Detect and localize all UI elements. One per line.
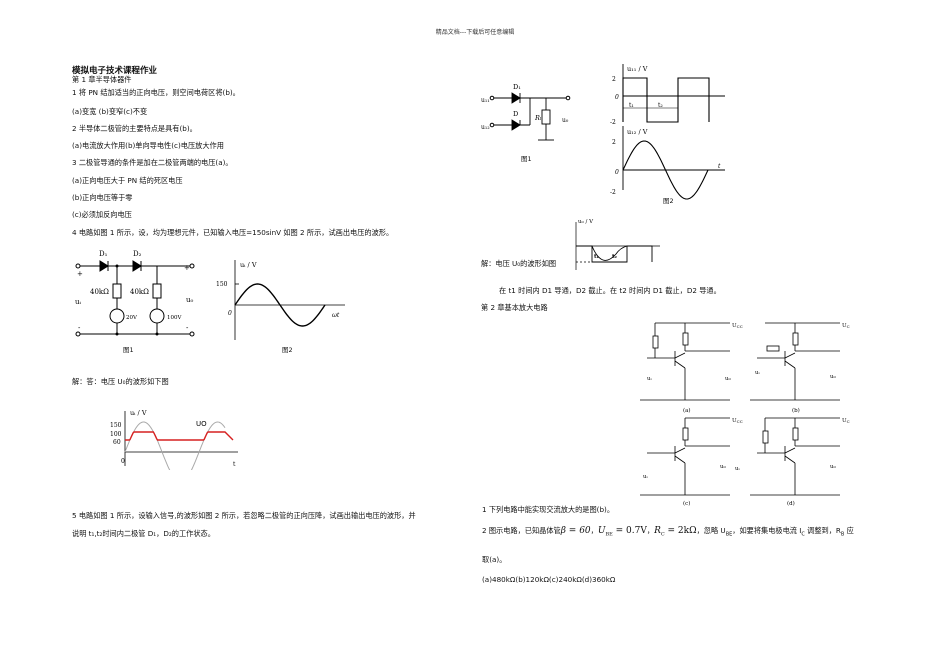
amplifier-circuits: UCC UCC UCC UCC uᵢ u₀ uᵢ u₀ uᵢ u₀ uᵢ u₀ … [640,322,850,507]
amp-label-a: (a) [683,407,691,414]
output-waveform-answer: uᵢ / V 150 100 60 0 t UO [110,409,238,470]
output-waveform-sketch: u₀ / V t₁ t₂ [575,219,660,270]
left-figure-1-caption: 图1 [123,346,134,354]
chapter-1-heading: 第 1 章半导体器件 [72,75,132,84]
amp-label-d: (d) [787,500,795,507]
wave-answer-ylabel: uᵢ / V [130,409,147,417]
dual-diode-circuit: D₁ D Rₗ u₁₁ u₁₂ u₀ [481,83,571,141]
question-3-option-a: (a)正向电压大于 PN 结的死区电压 [72,176,183,185]
ch2-question-1: 1 下列电路中能实现交流放大的是图(b)。 [482,505,615,514]
question-3: 3 二极管导通的条件是加在二极管两端的电压(a)。 [72,158,233,167]
r2-label: 40kΩ [130,288,149,296]
amp-label-c: (c) [683,500,690,507]
vcc-a: UCC [732,323,743,329]
wave2-bot-ylabel: u₁₂ / V [627,128,648,136]
vcc-d: UCC [842,418,850,424]
ui-c: uᵢ [643,474,649,480]
plus-left: + [77,270,83,278]
d2-label: D₂ [133,250,142,258]
left-figure-2-caption: 图2 [282,346,293,354]
right-figure-1-caption: 图1 [521,155,532,163]
ch2-question-2-tail: 取(a)。 [482,555,507,564]
wave-answer-y60: 60 [113,439,121,446]
question-4: 4 电路如图 1 所示，设，均为理想元件，已知输入电压=150sinV 如图 2… [72,228,394,237]
chapter-2-heading: 第 2 章基本放大电路 [481,303,548,312]
minus-left: - [78,324,81,332]
plus-right: + [184,264,190,272]
question-5-line-2: 说明 t₁,t₂时间内二极管 D₁，D₂的工作状态。 [72,529,215,538]
ui-label: uᵢ [75,298,82,306]
question-1: 1 将 PN 结加适当的正向电压，则空间电荷区将(b)。 [72,88,240,97]
c2-d2-label: D [513,110,518,118]
wave-answer-y150: 150 [110,422,122,429]
question-2: 2 半导体二极管的主要特点是具有(b)。 [72,124,197,133]
wave2-t1: t₁ [629,102,634,109]
wave2-zero-bot: 0 [615,169,619,176]
diode-clipper-circuit: D₁ D₂ 40kΩ 40kΩ 20V 100V uᵢ u₀ + + - - [75,250,195,337]
minus-right: - [186,324,189,332]
r1-label: 40kΩ [90,288,109,296]
wave-answer-xlabel: t [233,461,236,468]
wave2-zero-top: 0 [615,94,619,101]
vcc-c: UCC [732,418,743,424]
answer-4: 解：答：电压 U₀的波形如下图 [72,377,169,386]
input-sine-wave: uᵢ / V 150 0 ωt [216,260,345,340]
wave1-ylabel: uᵢ / V [240,261,257,269]
question-3-option-c: (c)必须加反向电压 [72,210,132,219]
uo-c: u₀ [720,464,727,470]
c2-ui2-label: u₁₂ [481,124,490,131]
c2-r-label: Rₗ [534,114,542,122]
ui-d: uᵢ [735,466,741,472]
ch2-question-2: 2 图示电路，已知晶体管β = 60，UBE = 0.7V，RC = 2kΩ，忽… [482,526,854,538]
page-header: 精品文档---下载后可任意编辑 [435,29,515,36]
wave3-ylabel: u₀ / V [578,219,594,225]
wave1-origin: 0 [228,310,232,317]
wave3-t2: t₂ [612,254,618,260]
uo-b: u₀ [830,374,837,380]
wave2-top-ylabel: u₁₁ / V [627,65,648,73]
wave-answer-origin: 0 [121,458,125,465]
answer-5: 解：电压 U₀的波形如图 [481,259,557,268]
c2-d1-label: D₁ [513,83,521,91]
question-3-option-b: (b)正向电压等于零 [72,193,133,202]
uo-label: u₀ [186,296,194,304]
input-waveforms: u₁₁ / V 2 0 -2 t₁ t₂ u₁₂ / V 2 0 -2 t [610,64,725,200]
wave1-y150: 150 [216,281,228,288]
ui-a: uᵢ [647,376,653,382]
amp-label-b: (b) [792,407,800,414]
ui-b: uᵢ [755,370,761,376]
v2-label: 100V [167,315,182,321]
answer-5-detail: 在 t1 时间内 D1 导通，D2 截止。在 t2 时间内 D1 截止，D2 导… [499,286,721,295]
wave2-yneg2-bot: -2 [610,189,616,196]
wave2-t2: t₂ [658,102,663,109]
wave-answer-series-label: UO [196,420,207,428]
ch2-question-2-options: (a)480kΩ(b)120kΩ(c)240kΩ(d)360kΩ [482,575,616,584]
v1-label: 20V [126,315,138,321]
vcc-b: UCC [842,323,850,329]
wave3-t1: t₁ [594,254,600,260]
doc-title: 模拟电子技术课程作业 [72,66,158,76]
wave2-y2-top: 2 [612,76,616,83]
question-5-line-1: 5 电路如图 1 所示，设输入信号,的波形如图 2 所示，若忽略二极管的正向压降… [72,511,416,520]
d1-label: D₁ [99,250,108,258]
uo-a: u₀ [725,376,732,382]
wave2-y2-bot: 2 [612,139,616,146]
wave2-t-label: t [718,163,721,170]
c2-ui1-label: u₁₁ [481,97,490,104]
wave1-xlabel: ωt [332,312,340,319]
wave-answer-y100: 100 [110,431,122,438]
question-2-options: (a)电流放大作用(b)单向导电性(c)电压放大作用 [72,141,224,150]
c2-uo-label: u₀ [562,117,569,124]
right-figure-2-caption: 图2 [663,197,674,205]
question-1-options: (a)变宽 (b)变窄(c)不变 [72,107,148,116]
wave2-yneg2-top: -2 [610,119,616,126]
uo-d: u₀ [830,464,837,470]
